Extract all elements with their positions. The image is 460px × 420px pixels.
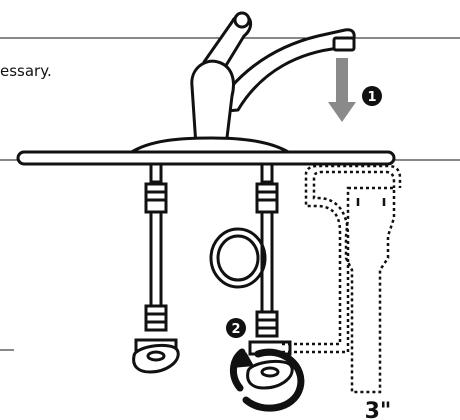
step-number-1: 1 (367, 90, 376, 105)
step-number-2: 2 (231, 322, 240, 337)
dimension-label: 3" (365, 399, 392, 420)
down-arrow-icon (328, 58, 356, 122)
faucet (128, 11, 356, 155)
left-supply-line (144, 162, 168, 332)
right-supply-line (255, 162, 279, 338)
step-badge-2: 2 (226, 318, 246, 338)
rotate-arrowhead (232, 352, 254, 368)
sprayer-head-marks (356, 198, 386, 206)
step-badge-1: 1 (362, 86, 382, 106)
instruction-caption: essary. (0, 62, 52, 80)
right-shutoff-valve (246, 340, 294, 390)
dashed-sprayer-hose-routing (282, 164, 402, 394)
coiled-tubing (209, 227, 267, 289)
rotate-counterclockwise-icon (230, 348, 305, 412)
deck-plate (16, 150, 396, 166)
left-shutoff-valve (132, 338, 180, 374)
